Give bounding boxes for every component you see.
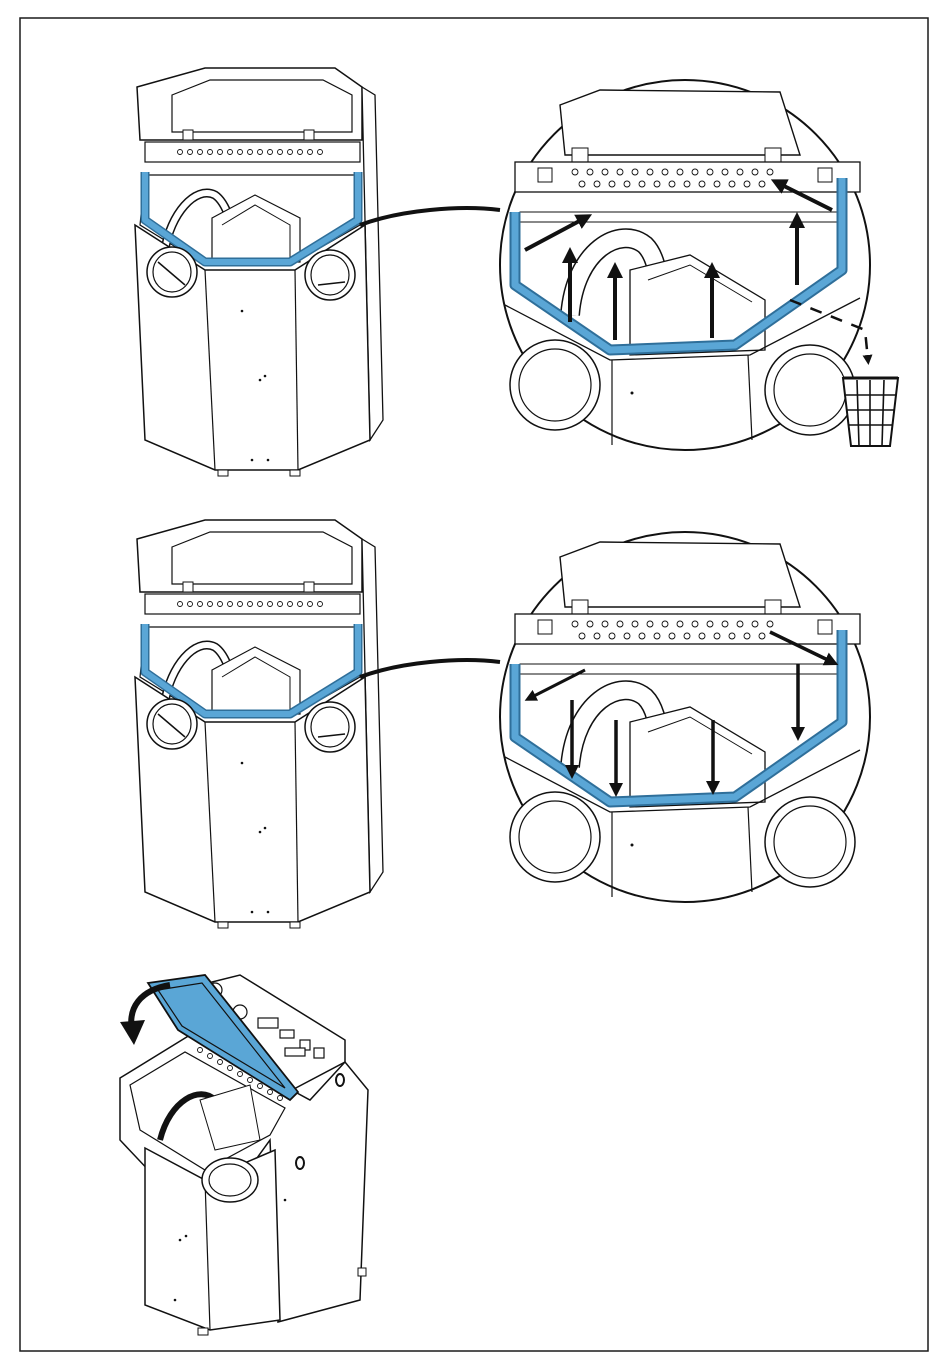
step-2-group	[135, 520, 870, 928]
step-1-group	[135, 68, 898, 476]
step-1-seal-closeup	[500, 80, 870, 450]
step-2-seal-closeup	[500, 532, 870, 902]
step-2-machine-overview	[135, 520, 383, 928]
step-1-connector-line	[360, 208, 500, 225]
waste-bin-icon	[843, 378, 898, 446]
step-2-connector-line	[360, 660, 500, 677]
step-1-machine-overview	[135, 68, 383, 476]
step-3-group	[120, 975, 368, 1335]
